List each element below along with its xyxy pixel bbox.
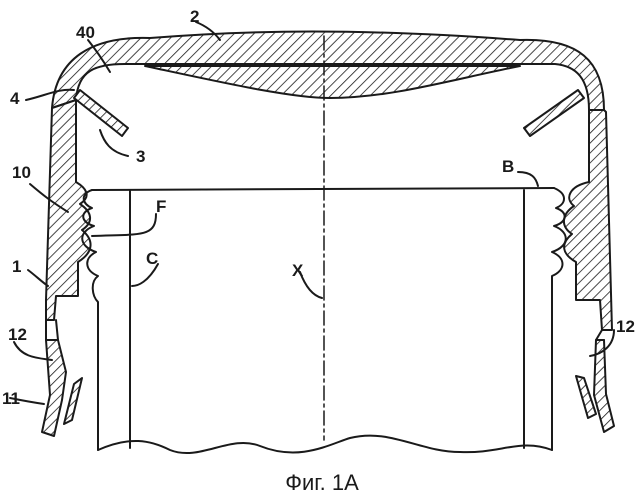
label-40: 40 bbox=[76, 23, 95, 42]
right-neck-threads bbox=[552, 188, 566, 450]
right-tamper-tab bbox=[576, 376, 596, 418]
leader-F bbox=[92, 214, 156, 236]
label-2: 2 bbox=[190, 7, 199, 26]
left-skirt-outline bbox=[46, 320, 58, 340]
left-tamper-tab bbox=[64, 378, 82, 424]
label-X: X bbox=[292, 261, 304, 280]
left-tamper-band bbox=[42, 340, 66, 436]
label-12-left: 12 bbox=[8, 325, 27, 344]
label-3: 3 bbox=[136, 147, 145, 166]
label-4: 4 bbox=[10, 89, 20, 108]
neck-break-line bbox=[98, 436, 552, 453]
left-skirt-section bbox=[46, 100, 91, 320]
label-B: B bbox=[502, 157, 514, 176]
right-skirt-section bbox=[564, 110, 612, 330]
label-C: C bbox=[146, 249, 158, 268]
right-seal-lip bbox=[524, 90, 584, 136]
label-10: 10 bbox=[12, 163, 31, 182]
label-F: F bbox=[156, 197, 166, 216]
figure-caption: Фиг. 1A bbox=[285, 470, 359, 495]
neck-top-edge bbox=[92, 188, 554, 190]
label-11: 11 bbox=[2, 389, 20, 408]
leader-1 bbox=[28, 270, 48, 286]
left-seal-lip bbox=[74, 90, 128, 136]
label-1: 1 bbox=[12, 257, 21, 276]
cap-top-bulge bbox=[145, 66, 520, 98]
leader-B bbox=[518, 172, 538, 186]
label-12-right: 12 bbox=[616, 317, 635, 336]
right-skirt-outline bbox=[596, 330, 604, 340]
